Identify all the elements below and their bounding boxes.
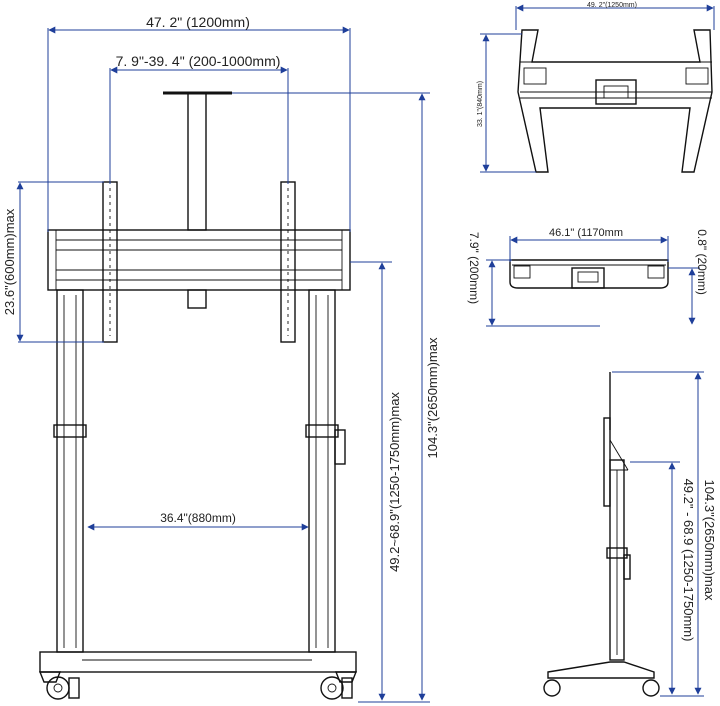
overall-width-label: 47. 2" (1200mm) (146, 14, 250, 30)
side-dimensions (612, 371, 704, 697)
bracket-plate-icon (571, 267, 605, 289)
bracket-offset-label: 0.8" (20mm) (695, 229, 709, 295)
side-view (543, 372, 660, 697)
side-base (547, 661, 655, 679)
leg-spacing-label: 36.4"(880mm) (160, 511, 236, 525)
vesa-height-label: 23.6"(600mm)max (2, 208, 17, 315)
caster-icon (320, 676, 344, 700)
side-total-height-label: 104.3"(2650mm)max (702, 480, 717, 601)
mount-height-label: 49.2~68.9"(1250-1750mm)max (387, 392, 402, 572)
bracket-width-label: 46.1" (1170mm (549, 227, 623, 239)
top-dimensions (480, 4, 715, 173)
left-leg (56, 289, 84, 653)
base-frame (39, 651, 357, 673)
mount-plate-icon (595, 79, 637, 105)
front-view (38, 91, 358, 700)
top-depth-label: 33. 1"(840mm) (477, 81, 484, 127)
side-mount-height-label: 49.2" - 68.9 (1250-1750mm) (681, 479, 696, 642)
center-pole (187, 92, 207, 231)
total-height-label: 104.3"(2650mm)max (425, 337, 440, 458)
bracket-range-label: 7. 9"-39. 4" (200-1000mm) (116, 53, 281, 69)
top-width-label: 49. 2"(1250mm) (587, 2, 637, 9)
caster-icon (543, 679, 561, 697)
bracket-dimensions (486, 236, 700, 327)
crossbar (47, 229, 351, 291)
vesa-bracket-left (102, 181, 118, 343)
right-leg (308, 289, 336, 653)
bracket-height-label: 7.9" (200mm) (467, 232, 481, 304)
vesa-bracket-right (280, 181, 296, 343)
caster-icon (46, 676, 70, 700)
side-bracket (603, 417, 611, 507)
caster-icon (642, 679, 660, 697)
bracket-view (509, 259, 669, 289)
front-dimensions (16, 26, 430, 703)
top-view (517, 29, 713, 173)
